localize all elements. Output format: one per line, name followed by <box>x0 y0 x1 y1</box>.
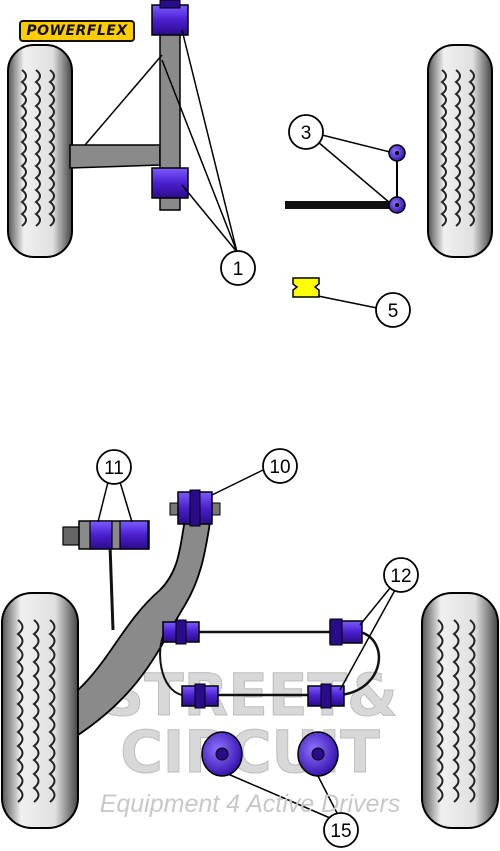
callout-1-leaders <box>161 29 238 253</box>
watermark-tagline: Equipment 4 Active Drivers <box>100 790 401 818</box>
callout-5-leader <box>317 295 378 309</box>
callout-10: 10 <box>262 448 298 484</box>
lateral-link-bush-lower-right <box>307 683 345 709</box>
callout-10-leader <box>211 469 264 496</box>
callout-15-label: 15 <box>330 821 351 842</box>
callout-3-leaders <box>317 134 391 204</box>
front-wishbone-bush-lower <box>151 167 189 199</box>
front-right-tyre <box>427 44 493 258</box>
lateral-link-bush-upper-left <box>162 619 200 645</box>
street-circuit-watermark: STREET& CIRCUIT <box>102 661 398 787</box>
anti-roll-bar-bush-lower <box>388 196 406 214</box>
callout-5-label: 5 <box>388 301 399 322</box>
watermark-line1: STREET& <box>102 661 397 729</box>
lateral-link-bush-upper-right <box>329 618 363 646</box>
rear-right-tyre <box>421 592 499 829</box>
rear-left-tyre <box>1 592 79 829</box>
callout-10-label: 10 <box>269 457 290 478</box>
lateral-link-bush-lower-left <box>181 683 219 709</box>
callout-3: 3 <box>288 114 324 150</box>
callout-15: 15 <box>323 812 359 848</box>
callout-1: 1 <box>220 250 256 286</box>
bump-stop-bush-yellow <box>292 277 320 298</box>
powerflex-logo-text: POWERFLEX <box>26 23 128 39</box>
rear-upper-mount-bush <box>62 520 150 550</box>
callout-5: 5 <box>375 292 411 328</box>
watermark-line2: CIRCUIT <box>120 718 380 786</box>
callout-12: 12 <box>383 557 419 593</box>
callout-3-label: 3 <box>301 123 312 144</box>
subframe-bush-right <box>297 731 339 777</box>
subframe-bush-left <box>201 731 243 777</box>
callout-15-leaders <box>227 773 339 819</box>
front-anti-roll-bar <box>285 153 400 209</box>
rear-vertical-link <box>108 544 115 631</box>
trailing-arm-front-bush <box>169 489 221 527</box>
front-left-tyre <box>7 44 73 258</box>
callout-11: 11 <box>96 449 132 485</box>
callout-12-leaders <box>339 587 396 691</box>
front-wishbone-bush-upper <box>151 0 189 36</box>
callout-1-label: 1 <box>233 259 244 280</box>
callout-11-label: 11 <box>104 458 124 479</box>
anti-roll-bar-bush-upper <box>388 144 406 162</box>
callout-11-leaders <box>97 481 133 523</box>
callout-12-label: 12 <box>390 566 411 587</box>
powerflex-logo: POWERFLEX <box>19 20 135 42</box>
rear-trailing-arm <box>77 519 212 737</box>
